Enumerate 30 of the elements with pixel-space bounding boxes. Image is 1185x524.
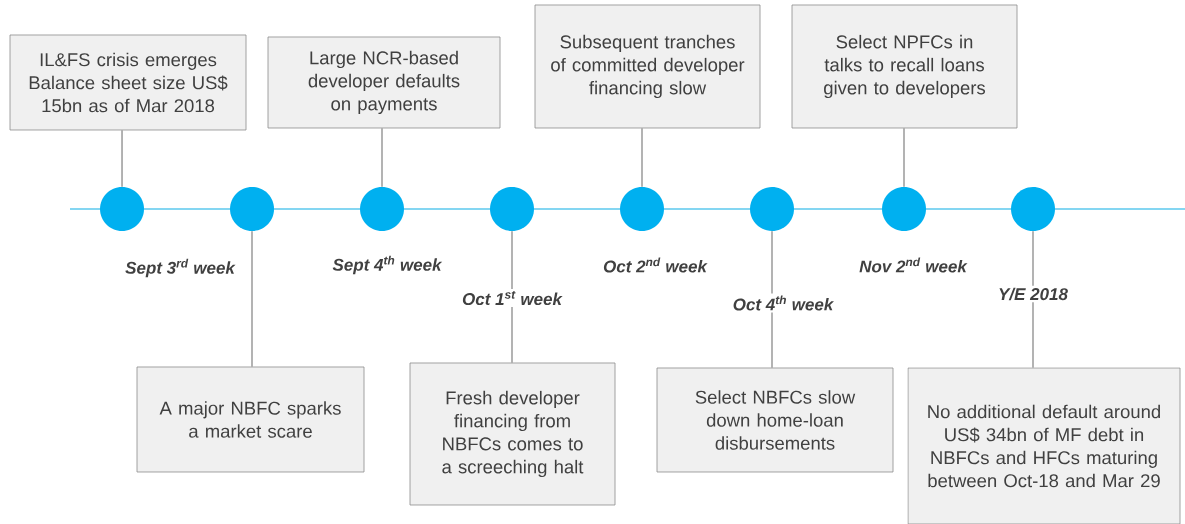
event-box: A major NBFC sparks a market scare (136, 366, 365, 473)
event-box: Select NPFCs in talks to recall loans given to developers (791, 4, 1018, 129)
connector-line (1032, 230, 1034, 369)
event-box: Fresh developer financing from NBFCs comes to a screeching halt (409, 362, 616, 506)
connector-line (381, 127, 383, 188)
event-box: Select NBFCs slow down home-loan disbursements (656, 367, 894, 473)
connector-line (641, 127, 643, 188)
date-label: Y/E 2018 (996, 285, 1070, 303)
connector-line (251, 230, 253, 368)
timeline-dot (750, 187, 794, 231)
timeline-dot (230, 187, 274, 231)
event-box: IL&FS crisis emerges Balance sheet size US$ 15bn as of Mar 2018 (9, 34, 247, 131)
timeline-dot (490, 187, 534, 231)
event-box: Large NCR-based developer defaults on payments (267, 36, 501, 129)
connector-line (121, 129, 123, 188)
connector-line (511, 230, 513, 364)
connector-line (903, 127, 905, 188)
date-label: Sept 3$^{rd}$ week (123, 256, 237, 280)
event-box: No additional default around US$ 34bn of MF debt in NBFCs and HFCs maturing between Oct-18 and Mar 29 (907, 367, 1181, 524)
date-label: Nov 2$^{nd}$ week (857, 255, 969, 275)
timeline-dot (1011, 187, 1055, 231)
date-label: Sept 4$^{th}$ week (330, 253, 444, 277)
timeline-dot (360, 187, 404, 231)
timeline-dot (100, 187, 144, 231)
event-box: Subsequent tranches of committed developer financing slow (534, 4, 761, 129)
date-label: Oct 2$^{nd}$ week (601, 255, 709, 275)
timeline-dot (620, 187, 664, 231)
timeline-dot (882, 187, 926, 231)
date-label: Oct 4$^{th}$ week (730, 293, 836, 313)
date-label: Oct 1$^{st}$ week (460, 288, 564, 308)
